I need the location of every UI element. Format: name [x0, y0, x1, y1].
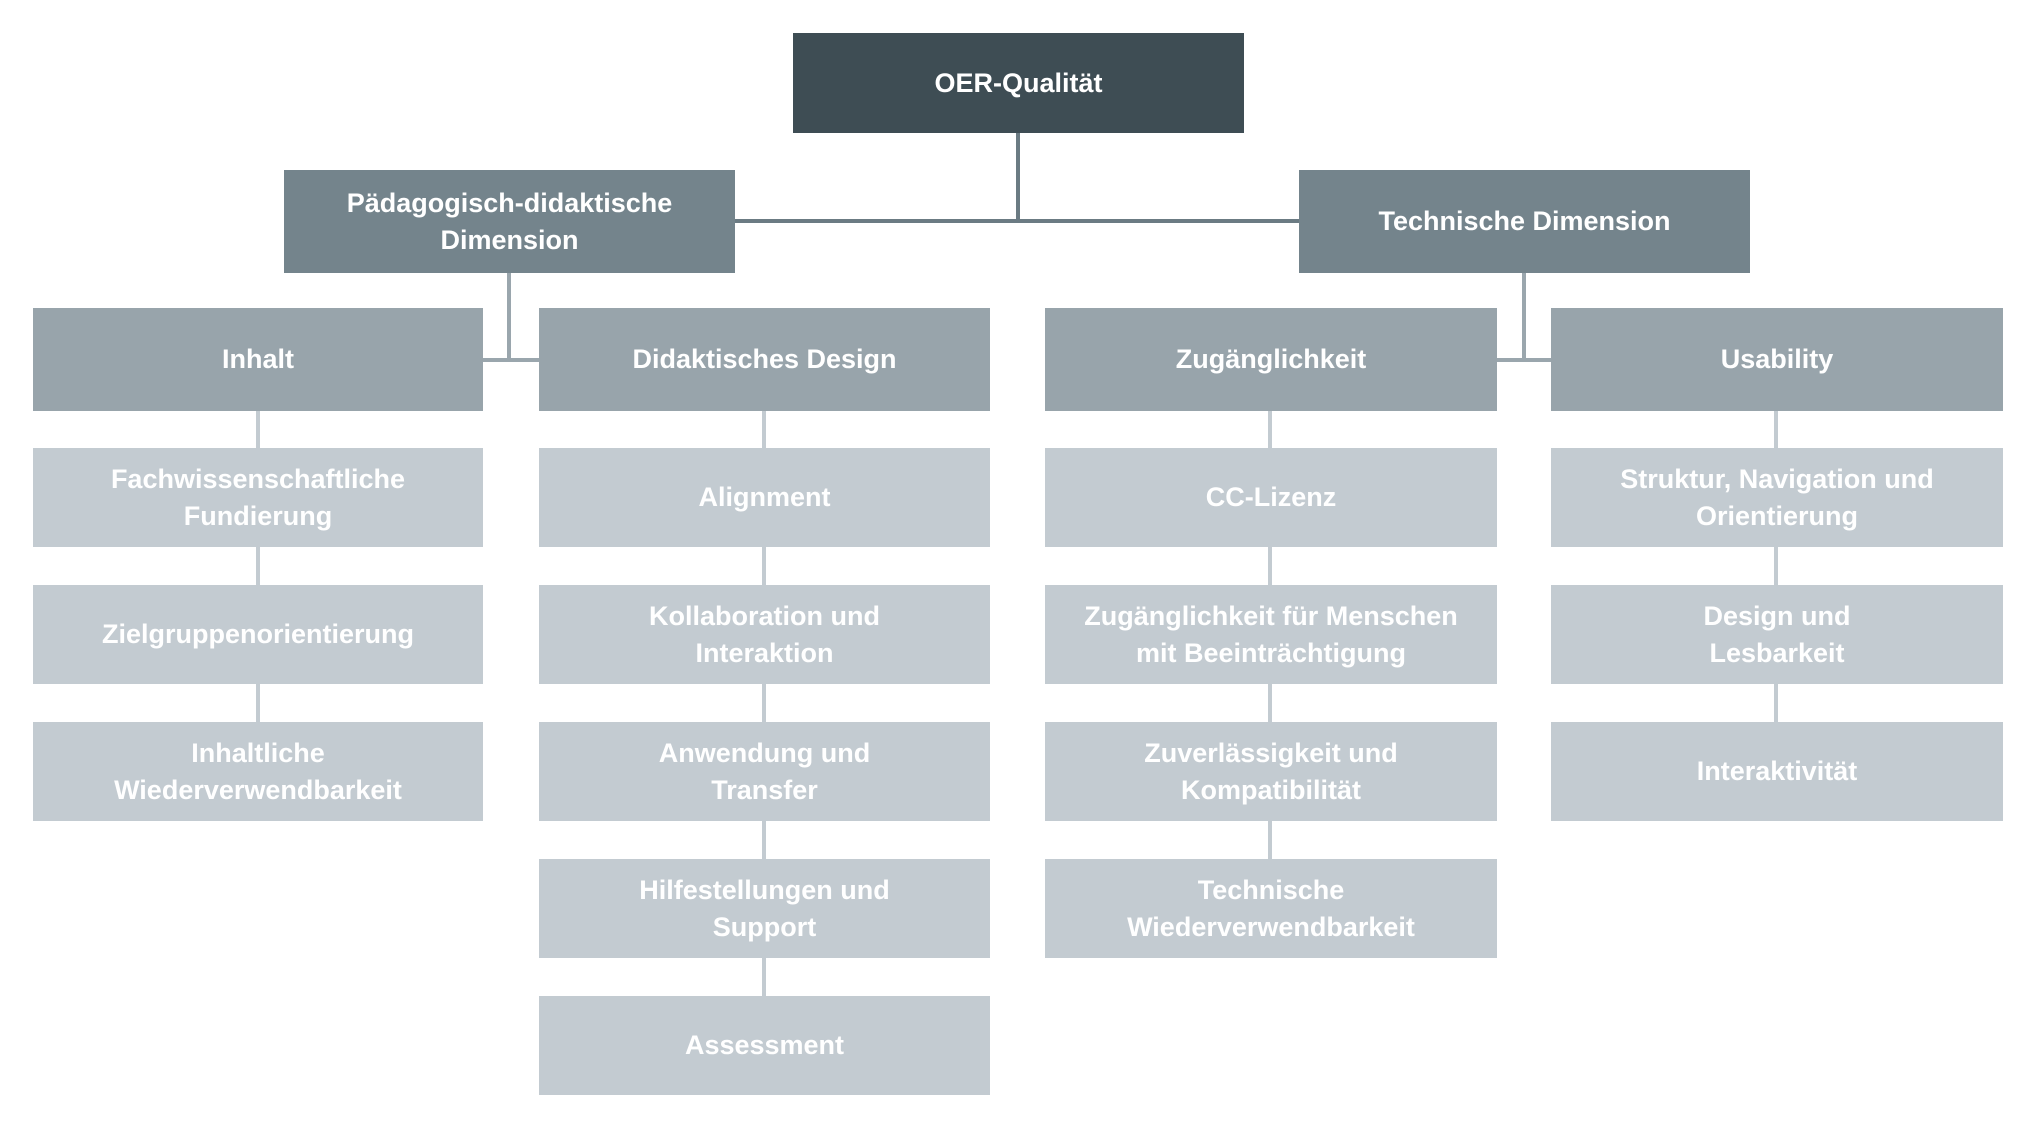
- dimension-label-paedagogisch-didaktisch: Pädagogisch-didaktische Dimension: [346, 188, 673, 255]
- item-box-technische-wiederverwendbarkeit: Technische Wiederverwendbarkeit: [1045, 859, 1497, 958]
- item-label: Zielgruppenorientierung: [101, 619, 414, 650]
- connector-technisch-drop: [1522, 273, 1526, 360]
- item-box-kollaboration-und-interaktion: Kollaboration und Interaktion: [539, 585, 990, 684]
- category-box-usability: Usability: [1551, 308, 2003, 411]
- connector-column-usability: [1774, 411, 1778, 722]
- category-label-inhalt: Inhalt: [222, 344, 294, 375]
- connector-root-drop: [1016, 133, 1020, 223]
- item-box-zielgruppenorientierung: Zielgruppenorientierung: [33, 585, 483, 684]
- connector-dimensions-horizontal: [735, 219, 1299, 223]
- item-label: Alignment: [698, 482, 831, 513]
- item-box-hilfestellungen-und-support: Hilfestellungen und Support: [539, 859, 990, 958]
- item-box-zugaenglichkeit-fuer-menschen: Zugänglichkeit für Menschen mit Beeinträ…: [1045, 585, 1497, 684]
- item-label: CC-Lizenz: [1205, 482, 1337, 513]
- item-label: Assessment: [684, 1030, 845, 1061]
- dimension-box-paedagogisch-didaktisch: Pädagogisch-didaktische Dimension: [284, 170, 735, 273]
- root-box: OER-Qualität: [793, 33, 1244, 133]
- item-box-fachwissenschaftliche-fundierung: Fachwissenschaftliche Fundierung: [33, 448, 483, 547]
- item-label: Hilfestellungen und Support: [639, 875, 890, 942]
- item-box-inhaltliche-wiederverwendbarkeit: Inhaltliche Wiederverwendbarkeit: [33, 722, 483, 821]
- item-box-cc-lizenz: CC-Lizenz: [1045, 448, 1497, 547]
- item-label: Interaktivität: [1696, 756, 1858, 787]
- item-label: Kollaboration und Interaktion: [649, 601, 880, 668]
- category-label-usability: Usability: [1720, 344, 1834, 375]
- item-label: Technische Wiederverwendbarkeit: [1127, 875, 1415, 942]
- item-label: Fachwissenschaftliche Fundierung: [110, 464, 406, 531]
- category-label-didaktisches-design: Didaktisches Design: [632, 344, 897, 375]
- item-label: Zuverlässigkeit und Kompatibilität: [1144, 738, 1398, 805]
- item-label: Anwendung und Transfer: [658, 738, 871, 805]
- category-box-zugaenglichkeit: Zugänglichkeit: [1045, 308, 1497, 411]
- item-box-alignment: Alignment: [539, 448, 990, 547]
- category-label-zugaenglichkeit: Zugänglichkeit: [1175, 344, 1367, 375]
- root-label: OER-Qualität: [934, 67, 1103, 98]
- item-label: Struktur, Navigation und Orientierung: [1620, 464, 1934, 531]
- connector-technisch-stub: [1497, 358, 1551, 362]
- category-box-didaktisches-design: Didaktisches Design: [539, 308, 990, 411]
- connector-paedagogisch-stub: [483, 358, 539, 362]
- item-label: Design und Lesbarkeit: [1703, 601, 1851, 668]
- item-label: Zugänglichkeit für Menschen mit Beeinträ…: [1084, 601, 1458, 668]
- item-box-design-und-lesbarkeit: Design und Lesbarkeit: [1551, 585, 2003, 684]
- item-box-struktur-navigation-orientierung: Struktur, Navigation und Orientierung: [1551, 448, 2003, 547]
- item-box-zuverlaessigkeit-und-kompatibilitaet: Zuverlässigkeit und Kompatibilität: [1045, 722, 1497, 821]
- connector-column-inhalt: [256, 411, 260, 722]
- item-box-interaktivitaet: Interaktivität: [1551, 722, 2003, 821]
- item-box-anwendung-und-transfer: Anwendung und Transfer: [539, 722, 990, 821]
- dimension-label-technisch: Technische Dimension: [1378, 206, 1671, 237]
- connector-column-didaktisches-design: [762, 411, 766, 996]
- item-label: Inhaltliche Wiederverwendbarkeit: [114, 738, 402, 805]
- dimension-box-technisch: Technische Dimension: [1299, 170, 1750, 273]
- category-box-inhalt: Inhalt: [33, 308, 483, 411]
- connector-paedagogisch-drop: [507, 273, 511, 360]
- item-box-assessment: Assessment: [539, 996, 990, 1095]
